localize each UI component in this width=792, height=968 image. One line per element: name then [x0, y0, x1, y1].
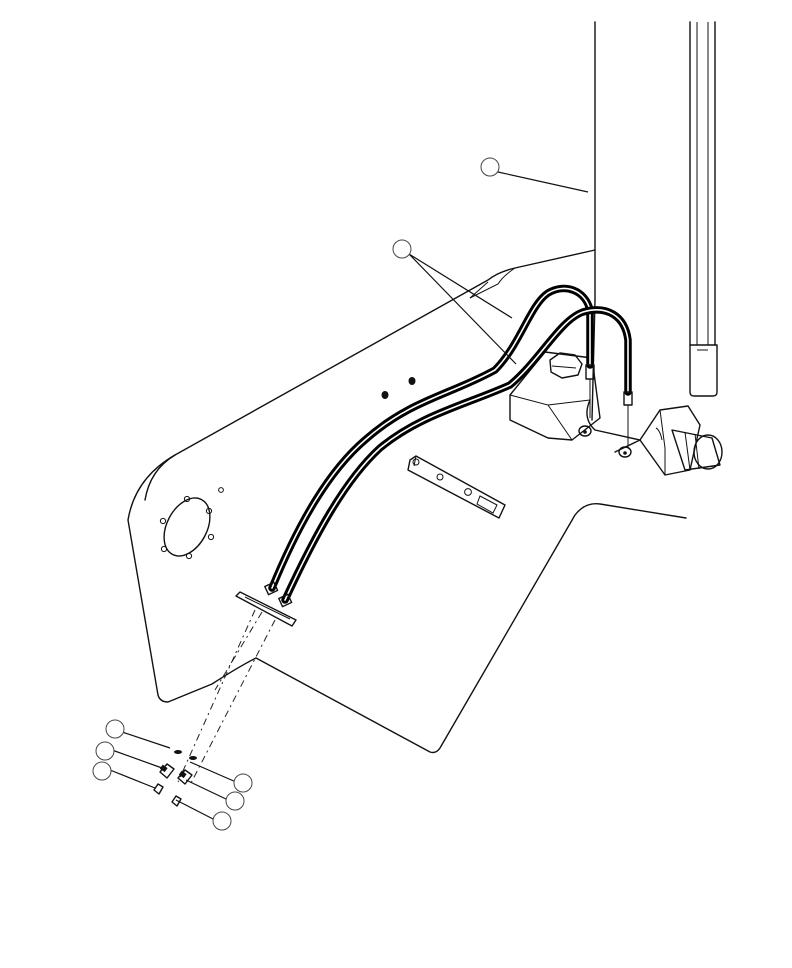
callout-3	[105, 719, 125, 739]
callout-6	[233, 773, 253, 793]
pivot-block	[509, 351, 723, 476]
explode-centerlines	[177, 609, 276, 786]
callout-8	[212, 811, 232, 831]
slotted-link-bar	[407, 455, 506, 519]
hydraulic-hoses	[264, 284, 633, 608]
callout-4	[95, 741, 115, 761]
callout-2	[392, 239, 412, 259]
exploded-fittings	[153, 750, 197, 807]
callout-5	[92, 761, 112, 781]
callout-balloons	[92, 157, 500, 831]
callout-1	[480, 157, 500, 177]
mounting-plate	[127, 249, 687, 754]
bulkhead-plate	[235, 591, 297, 627]
callout-7	[225, 791, 245, 811]
upright-post	[591, 21, 718, 421]
leader-lines	[109, 171, 589, 821]
